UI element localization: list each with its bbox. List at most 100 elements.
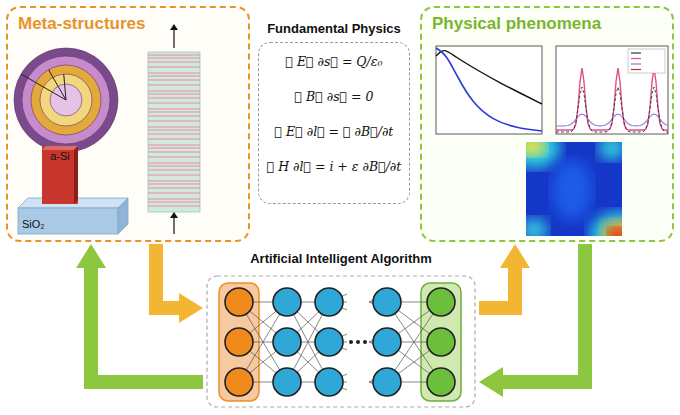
layer-stripe (148, 72, 200, 73)
ellipsis-dot (349, 340, 353, 344)
layer-stripe (148, 174, 200, 175)
sphere-shell (22, 56, 110, 144)
physical-phenomena-panel: Physical phenomena (420, 6, 674, 242)
plot-curve (436, 51, 542, 104)
layer-stripe (148, 93, 200, 94)
node-heading: Artificial Intelligent Algorithm (205, 250, 477, 267)
meta-structures-panel: Meta-structures a-SiSiO₂ (6, 6, 250, 242)
plot-frame (436, 46, 542, 134)
heatmap-blob (590, 212, 622, 236)
layer-stripe (148, 144, 200, 145)
neuron (427, 288, 455, 316)
a-si-pillar: a-Si (42, 146, 78, 204)
layer-stripe (148, 180, 200, 181)
layer-stripe (148, 120, 200, 121)
layer-stripe (148, 151, 200, 152)
neuron (273, 368, 301, 396)
plot-legend-sample (631, 52, 641, 53)
layer-stripe (148, 133, 200, 134)
neuron (315, 368, 343, 396)
arrow-head (170, 24, 178, 30)
node-heading: a-Si (42, 150, 78, 162)
plot-legend-box (628, 49, 665, 73)
input-layer-box (219, 283, 259, 401)
layer-stripe (148, 61, 200, 62)
layer-stripe (148, 201, 200, 202)
feedback-arrow (479, 268, 515, 308)
neuron (373, 368, 401, 396)
neuron (225, 288, 253, 316)
layer-stripe (148, 126, 200, 127)
layer-stripe (148, 205, 200, 206)
light-direction-arrow (173, 30, 174, 48)
output-layer-box (421, 283, 461, 401)
heatmap-blob (598, 142, 622, 160)
equation-text: ∮ E⃗ ∂l⃗ = ∯ ∂B⃗/∂t (262, 123, 406, 141)
network-frame (207, 276, 475, 407)
plot-frame (556, 46, 668, 134)
layer-stripe (148, 187, 200, 188)
node-heading: Physical phenomena (432, 14, 662, 34)
sphere-shell (40, 74, 92, 126)
heatmap-blob (608, 228, 622, 236)
layer-stripe (148, 66, 200, 67)
layer-stripe (148, 162, 200, 163)
equation-text: ∮ H ∂l⃗ = i + ε ∂B⃗/∂t (262, 158, 406, 176)
layer-stripe (148, 115, 200, 116)
ellipsis-dot (356, 340, 360, 344)
layer-stripe (148, 169, 200, 170)
equation-text: ∯ B⃗ ∂s⃗ = 0 (262, 88, 406, 106)
plot-curve (556, 87, 668, 132)
layer-stripe (148, 138, 200, 139)
layer-stripe (148, 129, 200, 130)
layer-stripe (148, 198, 200, 199)
light-direction-arrow (173, 218, 174, 234)
neuron (427, 368, 455, 396)
radius-line (49, 70, 67, 100)
neural-network-box: Artificial Intelligent Algorithm (205, 250, 477, 410)
neuron (225, 328, 253, 356)
pillar-top (42, 146, 78, 150)
layer-stripe (148, 192, 200, 193)
arrow-head (170, 212, 178, 218)
radius-line (21, 74, 66, 100)
sphere-shell (14, 48, 118, 152)
neuron (273, 288, 301, 316)
layer-stripe (148, 183, 200, 184)
illustration (205, 250, 477, 410)
heatmap-blob (552, 160, 592, 220)
layer-stripe (148, 79, 200, 80)
feedback-arrow (91, 268, 203, 382)
plot-curve (436, 48, 542, 131)
layer-stripe (148, 54, 200, 55)
plot-legend-sample (631, 58, 641, 59)
multilayer-stack (148, 52, 200, 212)
pillar-side (74, 146, 78, 204)
heatmap-blob (526, 142, 560, 168)
node-heading: SiO₂ (22, 217, 130, 231)
heatmap-blob (602, 220, 622, 236)
layer-stripe (148, 147, 200, 148)
substrate-top (18, 198, 128, 208)
neuron (373, 288, 401, 316)
layer-stripe (148, 108, 200, 109)
field-heatmap (526, 142, 622, 236)
illustration (422, 8, 676, 244)
neuron (315, 288, 343, 316)
heatmap-blob (526, 218, 548, 236)
layer-stripe (148, 90, 200, 91)
node-heading: Meta-structures (18, 14, 238, 34)
layer-stripe (148, 111, 200, 112)
layer-stripe (148, 165, 200, 166)
equation-text: ∯ E⃗ ∂s⃗ = Q/ε₀ (262, 53, 406, 71)
feedback-arrow (156, 244, 179, 308)
substrate-side (118, 198, 128, 234)
neuron (273, 328, 301, 356)
neuron (373, 328, 401, 356)
feedback-arrow (503, 244, 585, 382)
layer-stripe (148, 97, 200, 98)
sphere-shell (31, 65, 101, 135)
layer-stripe (148, 75, 200, 76)
